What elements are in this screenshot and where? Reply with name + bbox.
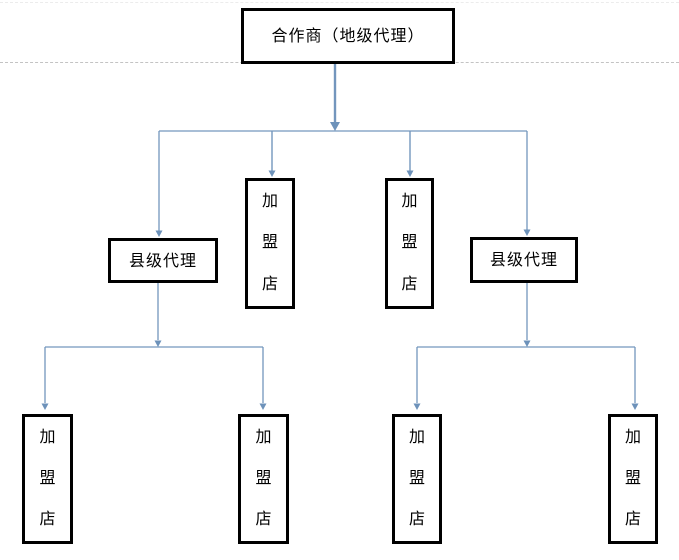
- arrowhead-store-b3: [413, 403, 421, 410]
- node-label: 县级代理: [128, 252, 197, 270]
- arrowhead-county-right: [523, 229, 531, 236]
- connector-edges: [44, 64, 636, 403]
- node-county-agent-right: 县级代理: [470, 237, 578, 283]
- node-label: 加盟店: [408, 428, 425, 529]
- node-franchise-store-bottom-4: 加盟店: [608, 414, 658, 544]
- node-franchise-store-bottom-3: 加盟店: [392, 414, 442, 544]
- node-label: 加盟店: [39, 428, 56, 529]
- arrowhead-county-left: [155, 230, 163, 237]
- node-franchise-store-mid-right: 加盟店: [385, 178, 434, 309]
- connector-arrowheads: [41, 122, 639, 410]
- node-county-agent-left: 县级代理: [108, 238, 218, 283]
- arrowhead-store-b2: [259, 403, 267, 410]
- arrowhead-store-b4: [631, 403, 639, 410]
- node-label: 加盟店: [624, 428, 641, 529]
- arrowhead-root: [330, 122, 340, 131]
- node-label: 加盟店: [255, 428, 272, 529]
- node-label: 合作商（地级代理）: [271, 28, 425, 45]
- node-label: 加盟店: [401, 192, 418, 294]
- node-partner-prefecture-agent: 合作商（地级代理）: [241, 8, 455, 64]
- node-label: 县级代理: [489, 252, 558, 269]
- node-franchise-store-bottom-1: 加盟店: [22, 414, 73, 544]
- arrowhead-right-junction: [523, 340, 531, 347]
- top-dashed-divider: [0, 2, 679, 3]
- node-franchise-store-mid-left: 加盟店: [245, 178, 295, 309]
- arrowhead-left-junction: [154, 340, 162, 347]
- arrowhead-store-mid-left: [268, 170, 276, 177]
- arrowhead-store-mid-right: [406, 170, 414, 177]
- node-label: 加盟店: [261, 192, 278, 294]
- arrowhead-store-b1: [41, 403, 49, 410]
- node-franchise-store-bottom-2: 加盟店: [238, 414, 289, 544]
